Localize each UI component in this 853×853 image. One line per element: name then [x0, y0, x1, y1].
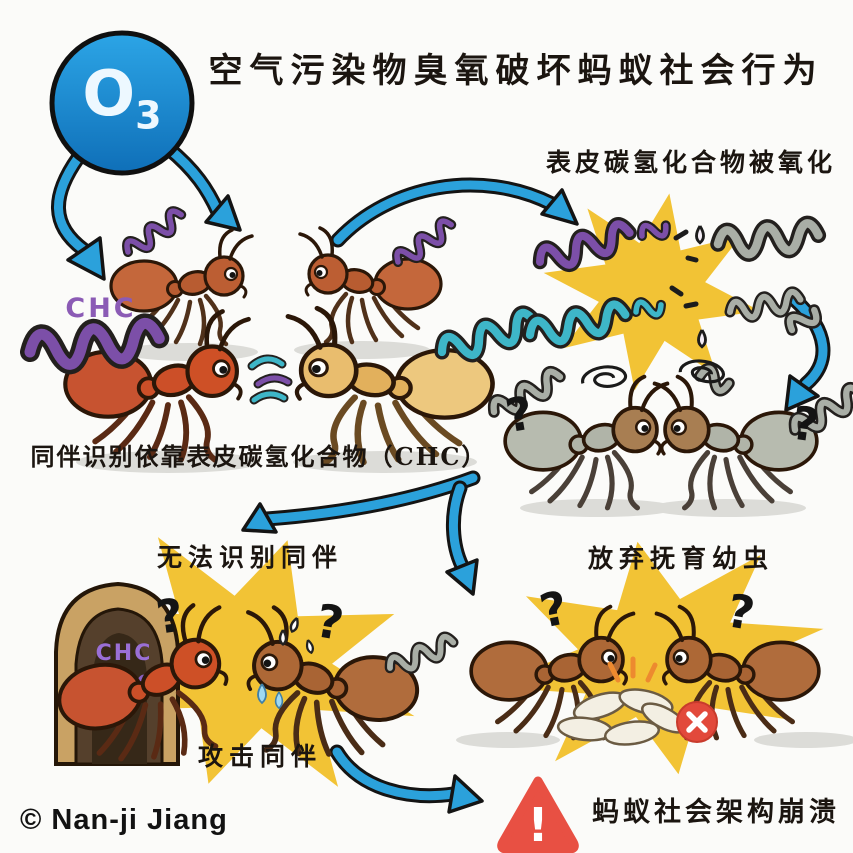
arrow-ants-to-oxidation [330, 177, 579, 248]
caption-oxidized: 表皮碳氢化合物被氧化 [545, 148, 836, 177]
caption-cannot-recognize: 无法识别同伴 [156, 543, 343, 572]
chc-label: CHC [65, 293, 137, 324]
warning-triangle-icon: ! [497, 776, 579, 853]
o3-symbol: O [82, 57, 136, 130]
dizzy-spiral-icon [579, 362, 629, 392]
caption-recognition: 同伴识别依靠表皮碳氢化合物（CHC） [30, 442, 488, 471]
chc-squiggles [28, 208, 538, 368]
arrow-fork-to-bottom-scenes [241, 470, 481, 596]
arrow-oxidation-to-confusion [784, 292, 831, 412]
nest-chc-label: CHC [95, 641, 153, 666]
credit: © Nan-ji Jiang [20, 804, 228, 836]
reject-x-icon [676, 701, 718, 743]
caption-attack: 攻击同伴 [197, 742, 322, 771]
question-mark-icon: ? [535, 580, 572, 638]
arrow-attack-to-collapse [329, 744, 484, 814]
page-title: 空气污染物臭氧破坏蚂蚁社会行为 [208, 51, 824, 91]
o3-circle-icon [49, 30, 195, 176]
alert-sparks-icon [607, 656, 658, 683]
arrow-o3-to-ants-left [51, 150, 106, 281]
o3-label: O3 [58, 57, 186, 135]
oxidation-fragments [527, 218, 820, 393]
o3-subscript: 3 [135, 93, 162, 138]
signal-exchange-icon [247, 354, 293, 405]
break-debris-icon [669, 229, 699, 309]
warning-exclamation: ! [528, 798, 549, 852]
ant-bottom-right-yellow [288, 308, 492, 462]
caption-collapse: 蚂蚁社会架构崩溃 [592, 797, 840, 828]
arrow-o3-to-ants-right [160, 140, 242, 232]
caption-abandon-brood: 放弃抚育幼虫 [587, 544, 774, 573]
